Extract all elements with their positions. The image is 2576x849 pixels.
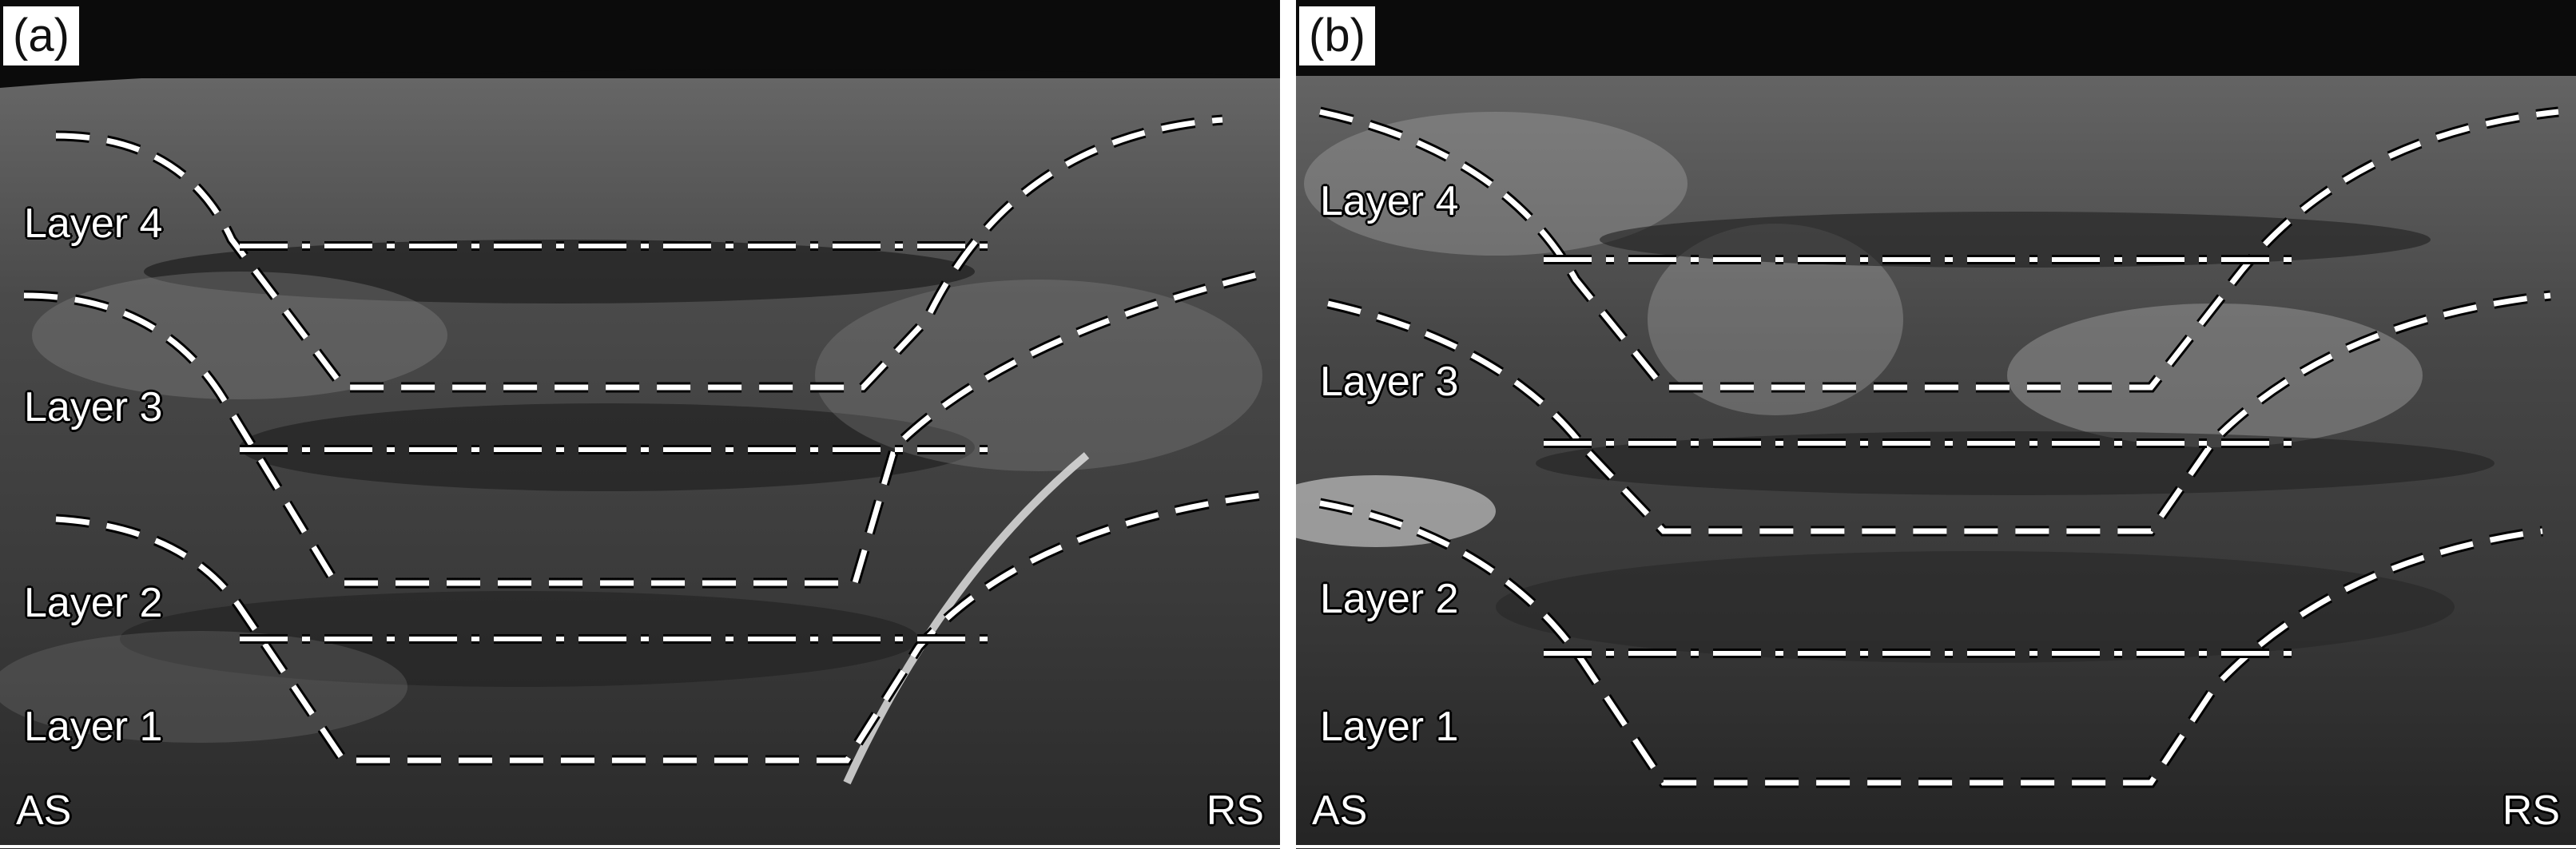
panel-b: (b) Layer 4 Layer 3 Layer 2 Layer 1 AS R… [1296,0,2576,849]
layer-4-label-b: Layer 4 [1320,178,1459,224]
layer-1-label-b: Layer 1 [1320,704,1459,750]
layer-3-label-b: Layer 3 [1320,359,1459,405]
panel-label-a: (a) [3,6,79,65]
overlay-lines-b [1318,106,2559,788]
layer-2-label-a: Layer 2 [24,580,163,626]
rs-label-a: RS [1206,788,1264,834]
panel-a: (a) Layer 4 Layer 3 Layer 2 Layer 1 AS R… [0,0,1280,849]
panel-separator [1280,0,1296,849]
rs-label-b: RS [2502,788,2560,834]
layer-3-label-a: Layer 3 [24,384,163,430]
as-label-a: AS [16,788,72,834]
layer-2-label-b: Layer 2 [1320,576,1459,622]
overlay-lines-a [23,114,1272,766]
as-label-b: AS [1312,788,1368,834]
layer-1-label-a: Layer 1 [24,704,163,750]
layer-4-label-a: Layer 4 [24,200,163,247]
panel-label-b: (b) [1299,6,1375,65]
